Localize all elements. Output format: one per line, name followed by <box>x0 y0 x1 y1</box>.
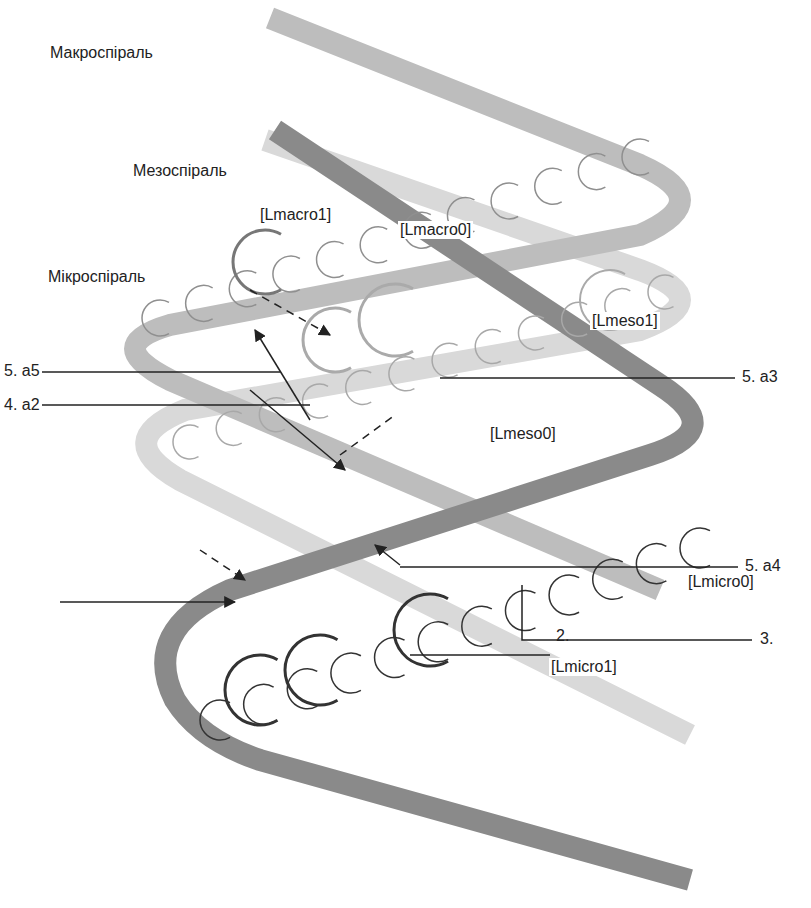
level-label: [Lmacro1] <box>258 206 333 224</box>
coil-ring <box>317 241 344 277</box>
level-label: [Lmicro1] <box>549 658 619 676</box>
coil-ring <box>244 684 274 724</box>
coil-ring <box>636 544 666 584</box>
coil-ring <box>229 271 256 307</box>
coil-ring <box>518 316 544 350</box>
macro-band <box>135 18 680 590</box>
level-label: [Lmeso0] <box>488 425 558 443</box>
dashed-arrow <box>200 550 245 580</box>
coil-ring <box>216 411 242 445</box>
coil-ring <box>505 591 535 631</box>
coil-ring <box>475 330 501 364</box>
coil-ring <box>186 285 213 321</box>
coil-ring <box>648 275 674 309</box>
coil-ring <box>303 308 351 372</box>
coil-ring <box>142 300 169 336</box>
callout-number: 5. a5 <box>4 362 40 380</box>
micro-band <box>165 130 692 880</box>
coil-ring <box>346 370 372 404</box>
callout-number: 5. a3 <box>742 368 778 386</box>
level-label: [Lmicro0] <box>686 573 756 591</box>
coil-ring <box>360 227 387 263</box>
helix-name: Мезоспіраль <box>133 162 227 180</box>
dashed-arrow <box>250 290 330 335</box>
helix-name: Макроспіраль <box>50 44 153 62</box>
coil-ring <box>259 398 285 432</box>
coil-ring <box>462 606 492 646</box>
level-label: [Lmeso1] <box>590 312 660 330</box>
coil-ring <box>359 284 413 356</box>
coil-ring <box>375 637 405 677</box>
leader-line <box>410 654 550 656</box>
coil-ring <box>173 425 199 459</box>
meso-band <box>146 140 690 735</box>
leader-line <box>60 601 235 603</box>
coil-ring <box>200 700 230 740</box>
callout-number: 3. <box>760 630 773 648</box>
coil-ring <box>578 154 605 190</box>
callout-number: 4. a2 <box>4 396 40 414</box>
coil-ring <box>535 168 562 204</box>
leader-line <box>440 377 735 379</box>
dashed-arrow <box>340 415 395 455</box>
coil-ring <box>622 139 649 175</box>
leader-line <box>42 371 280 373</box>
coil-ring <box>562 302 588 336</box>
coil-ring <box>418 622 448 662</box>
helix-name: Мікроспіраль <box>48 268 145 286</box>
callout-number: 2. <box>556 627 569 645</box>
coil-ring <box>285 635 338 705</box>
coil-ring <box>233 230 281 294</box>
dashed-arrow <box>255 330 310 420</box>
coil-ring <box>273 256 300 292</box>
coil-ring <box>593 559 623 599</box>
coil-ring <box>491 183 518 219</box>
leader-line <box>400 566 738 568</box>
coil-ring <box>549 575 579 615</box>
coil-ring <box>331 653 361 693</box>
coil-ring <box>389 357 415 391</box>
arrow <box>250 390 345 470</box>
coil-ring <box>680 528 710 568</box>
coil-ring <box>432 343 458 377</box>
arrow <box>375 545 400 565</box>
leader-line <box>42 404 310 406</box>
level-label: [Lmacro0] <box>398 221 473 239</box>
coil-ring <box>225 655 278 725</box>
